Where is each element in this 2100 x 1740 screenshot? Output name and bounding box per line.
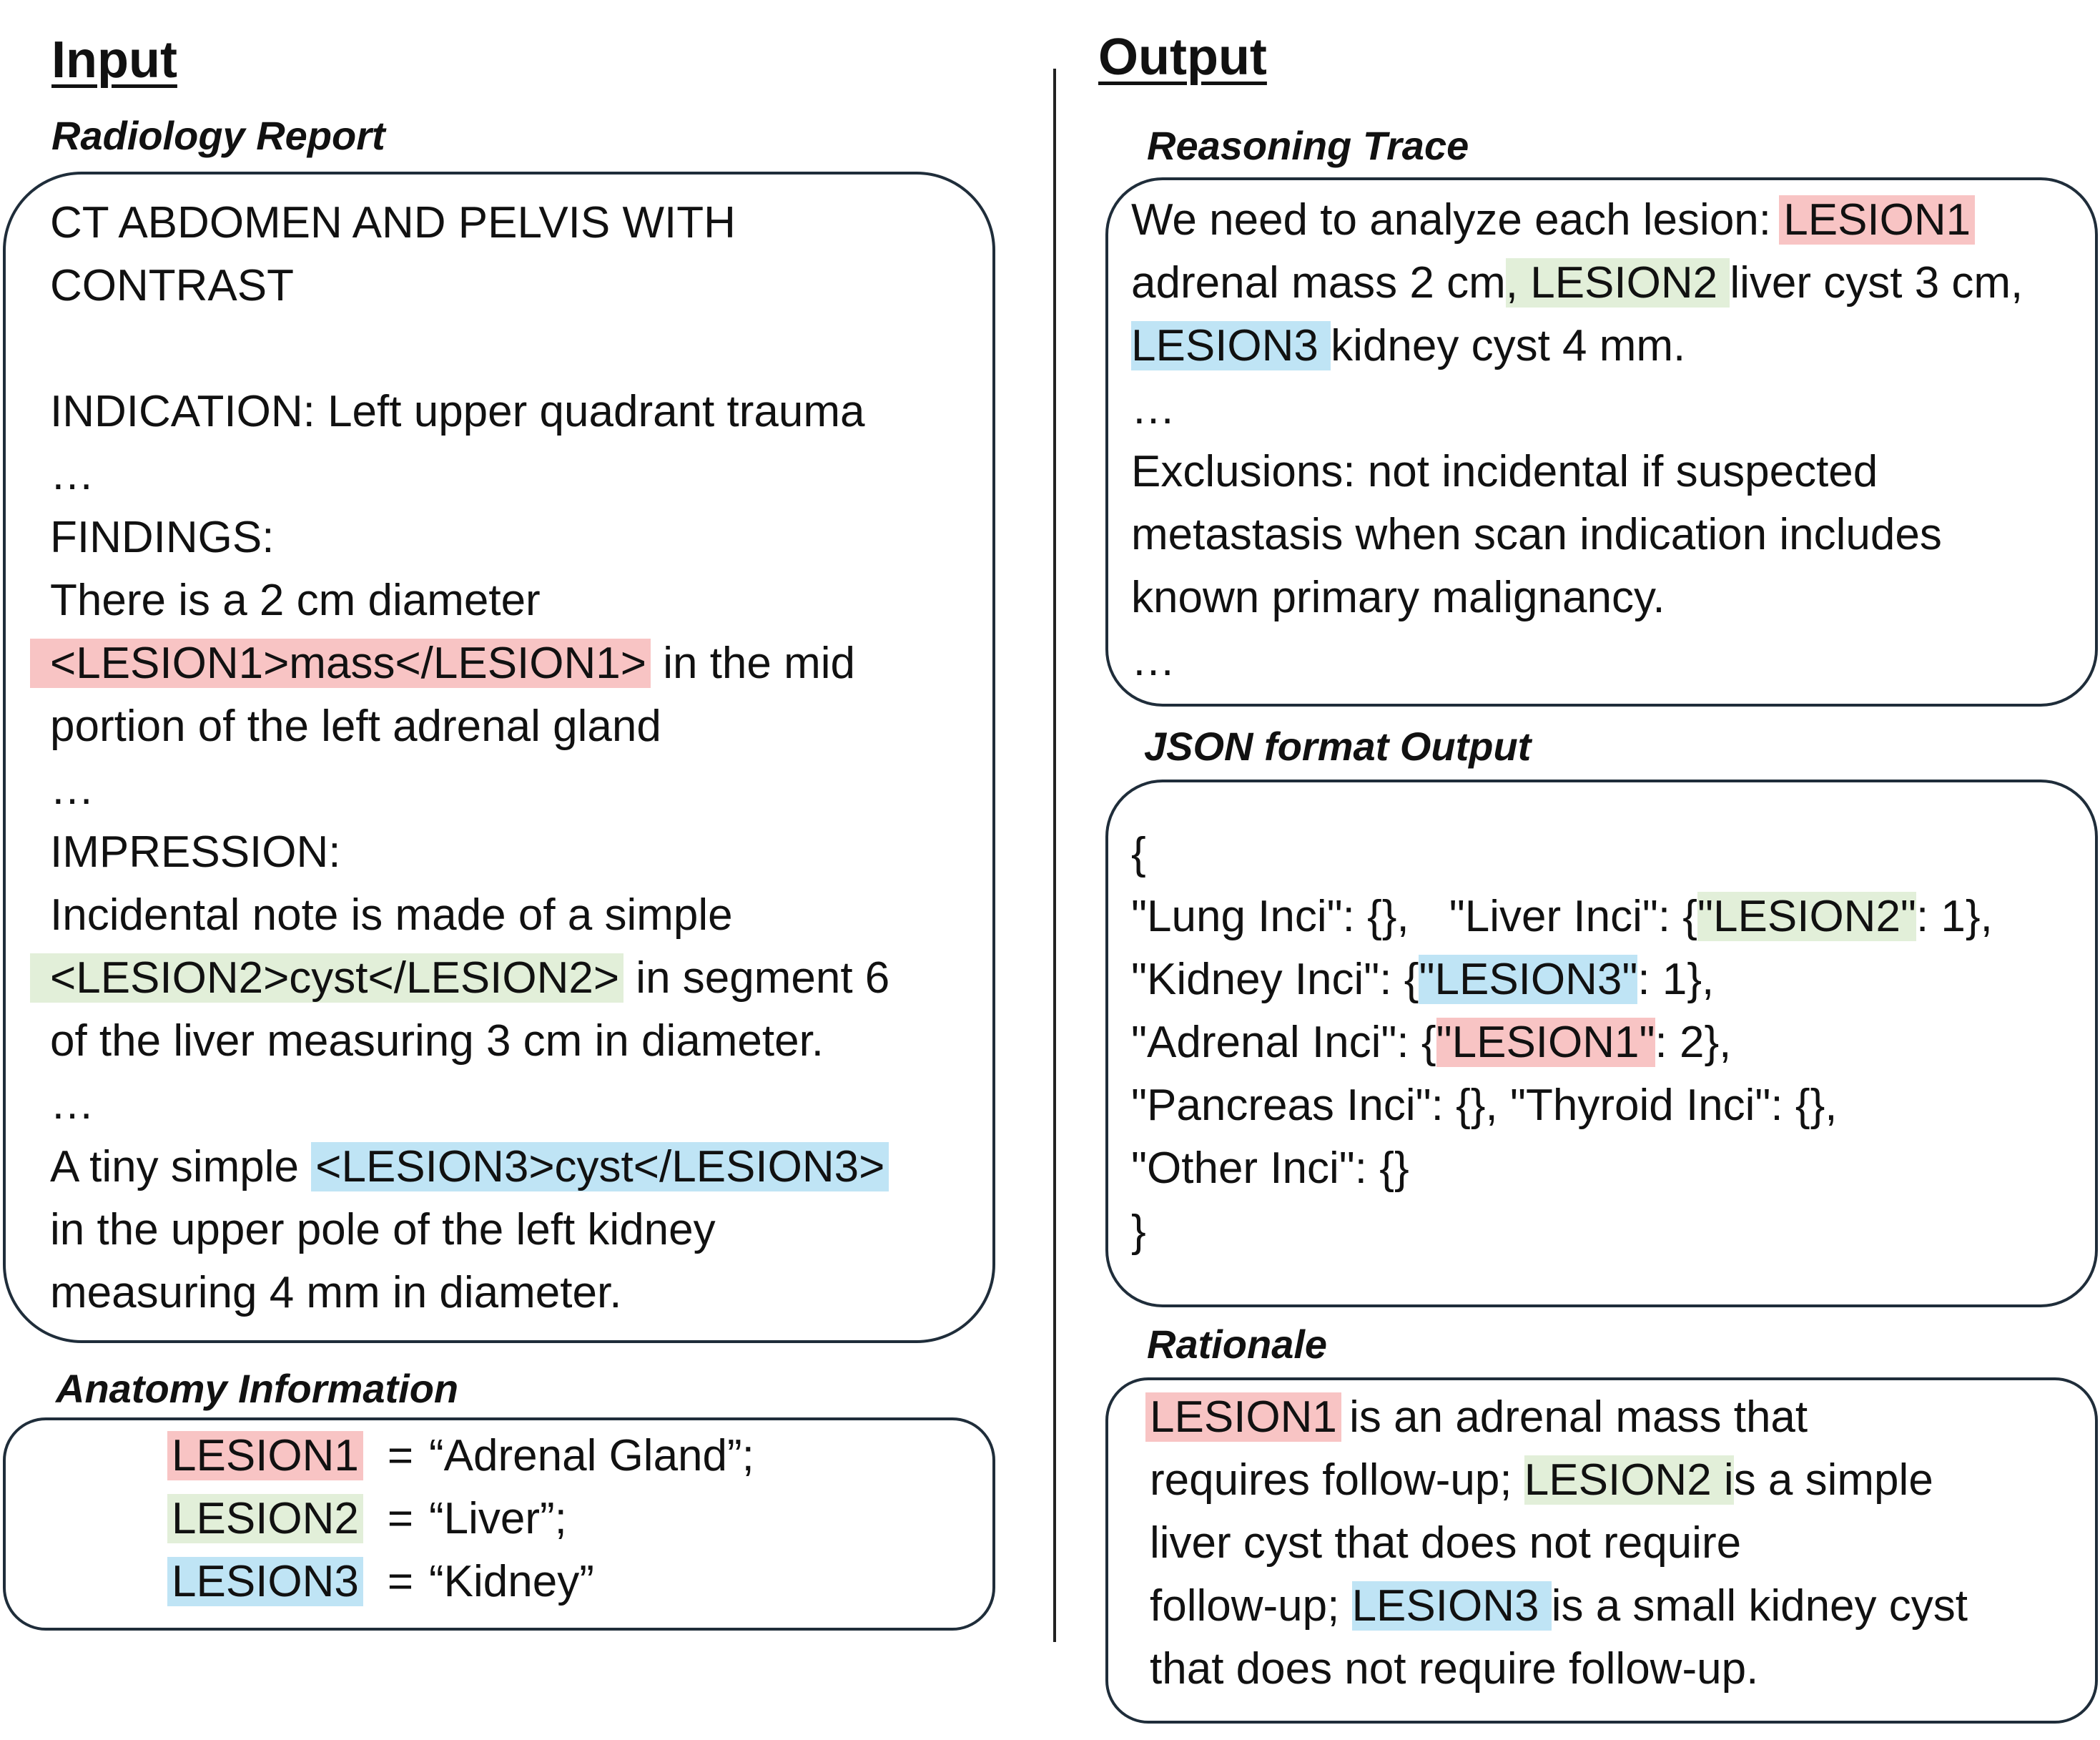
reasoning-line: liver cyst 3 cm, bbox=[1730, 258, 2023, 308]
report-line: A tiny simple <LESION3>cyst</LESION3> bbox=[50, 1136, 889, 1199]
reasoning-line: Exclusions: not incidental if suspected bbox=[1131, 447, 1878, 496]
output-heading: Output bbox=[1098, 29, 1267, 86]
lesion3-tag: <LESION3>cyst</LESION3> bbox=[311, 1142, 889, 1191]
lesion1-tag: <LESION1>mass</LESION1> bbox=[30, 639, 651, 688]
json-line-pancreas-thyroid: "Pancreas Inci": {}, "Thyroid Inci": {}, bbox=[1131, 1081, 1838, 1130]
anatomy-value-lesion3: “Kidney” bbox=[429, 1557, 594, 1606]
anatomy-list: LESION1 = “Adrenal Gland”; LESION2 = “Li… bbox=[167, 1425, 754, 1613]
json-line-adrenal-end: : 2}, bbox=[1655, 1018, 1732, 1067]
report-line: Incidental note is made of a simple bbox=[50, 890, 733, 940]
lesion2-tag: LESION2 i bbox=[1524, 1455, 1734, 1505]
reasoning-line: known primary malignancy. bbox=[1131, 573, 1665, 622]
anatomy-value-lesion1: “Adrenal Gland”; bbox=[429, 1431, 754, 1480]
rationale-label: Rationale bbox=[1147, 1322, 1328, 1367]
reasoning-line: metastasis when scan indication includes bbox=[1131, 510, 1942, 559]
report-line: INDICATION: Left upper quadrant trauma bbox=[50, 387, 865, 436]
reasoning-trace-text: We need to analyze each lesion: LESION1 … bbox=[1131, 189, 2023, 692]
lesion2-tag: , LESION2 bbox=[1505, 258, 1730, 308]
column-divider bbox=[1053, 69, 1056, 1642]
anatomy-value-lesion2: “Liver”; bbox=[429, 1494, 567, 1543]
json-line-other: "Other Inci": {} bbox=[1131, 1144, 1409, 1193]
lesion1-tag: LESION1 bbox=[1779, 195, 1976, 245]
json-line-liver: "Liver Inci": { bbox=[1449, 892, 1698, 941]
rationale-line: liver cyst that does not require bbox=[1150, 1518, 1742, 1568]
anatomy-row-lesion2: LESION2 = “Liver”; bbox=[167, 1488, 754, 1550]
lesion1-tag: "LESION1" bbox=[1436, 1018, 1655, 1067]
report-line: There is a 2 cm diameter bbox=[50, 576, 541, 625]
rationale-line: s a simple bbox=[1733, 1455, 1933, 1505]
report-line: … bbox=[50, 1079, 94, 1129]
json-output-label: JSON format Output bbox=[1144, 724, 1532, 769]
report-line-text: in the mid bbox=[650, 639, 856, 688]
report-line bbox=[50, 318, 889, 380]
lesion1-tag: LESION1 bbox=[1145, 1392, 1341, 1442]
anatomy-information-box: LESION1 = “Adrenal Gland”; LESION2 = “Li… bbox=[3, 1417, 995, 1631]
reasoning-line: We need to analyze each lesion: bbox=[1131, 195, 1784, 245]
rationale-line: is an adrenal mass that bbox=[1336, 1392, 1808, 1442]
json-line: { bbox=[1131, 829, 1146, 878]
report-line: portion of the left adrenal gland bbox=[50, 702, 661, 751]
anatomy-key-lesion1: LESION1 bbox=[167, 1431, 363, 1480]
json-output-text: { "Lung Inci": {},"Liver Inci": {"LESION… bbox=[1131, 822, 1993, 1263]
rationale-text: LESION1 is an adrenal mass that requires… bbox=[1145, 1386, 1968, 1701]
reasoning-line: … bbox=[1131, 636, 1175, 685]
report-line: CT ABDOMEN AND PELVIS WITH bbox=[50, 198, 736, 247]
equals-sign: = bbox=[387, 1431, 414, 1480]
anatomy-row-lesion3: LESION3 = “Kidney” bbox=[167, 1550, 754, 1613]
anatomy-row-lesion1: LESION1 = “Adrenal Gland”; bbox=[167, 1425, 754, 1488]
report-line: … bbox=[50, 765, 94, 814]
json-line-liver-end: : 1}, bbox=[1916, 892, 1993, 941]
rationale-line: is a small kidney cyst bbox=[1551, 1581, 1968, 1631]
radiology-report-box: CT ABDOMEN AND PELVIS WITH CONTRAST INDICA… bbox=[3, 172, 995, 1343]
report-line: IMPRESSION: bbox=[50, 827, 341, 877]
report-line: of the liver measuring 3 cm in diameter. bbox=[50, 1016, 824, 1066]
report-line: … bbox=[50, 450, 94, 499]
json-line: } bbox=[1131, 1206, 1146, 1256]
report-line: <LESION1>mass</LESION1> in the mid bbox=[30, 632, 889, 695]
reasoning-line: kidney cyst 4 mm. bbox=[1331, 321, 1686, 370]
json-line-lung: "Lung Inci": {}, bbox=[1131, 892, 1409, 941]
json-line-adrenal: "Adrenal Inci": { bbox=[1131, 1018, 1436, 1067]
lesion3-tag: "LESION3" bbox=[1419, 955, 1638, 1004]
report-line: measuring 4 mm in diameter. bbox=[50, 1268, 622, 1317]
rationale-line: requires follow-up; bbox=[1150, 1455, 1524, 1505]
anatomy-key-lesion2: LESION2 bbox=[167, 1494, 363, 1543]
input-heading: Input bbox=[51, 31, 177, 89]
json-output-box: { "Lung Inci": {},"Liver Inci": {"LESION… bbox=[1105, 780, 2098, 1307]
json-line-kidney-end: : 1}, bbox=[1637, 955, 1715, 1004]
lesion3-tag: LESION3 bbox=[1131, 321, 1331, 370]
lesion2-tag: <LESION2>cyst</LESION2> bbox=[30, 953, 624, 1003]
report-line: CONTRAST bbox=[50, 261, 294, 310]
radiology-report-label: Radiology Report bbox=[51, 113, 385, 158]
rationale-line: that does not require follow-up. bbox=[1150, 1644, 1759, 1694]
report-line: in the upper pole of the left kidney bbox=[50, 1205, 716, 1254]
lesion2-tag: "LESION2" bbox=[1697, 892, 1916, 941]
rationale-line: follow-up; bbox=[1150, 1581, 1352, 1631]
report-text: CT ABDOMEN AND PELVIS WITH CONTRAST INDICA… bbox=[30, 192, 890, 1324]
anatomy-information-label: Anatomy Information bbox=[56, 1366, 459, 1411]
reasoning-trace-label: Reasoning Trace bbox=[1147, 123, 1469, 168]
reasoning-line: … bbox=[1131, 384, 1175, 433]
json-line-kidney: "Kidney Inci": { bbox=[1131, 955, 1419, 1004]
lesion3-tag: LESION3 bbox=[1351, 1581, 1552, 1631]
reasoning-line: adrenal mass 2 cm bbox=[1131, 258, 1506, 308]
report-line-text: A tiny simple bbox=[50, 1142, 312, 1191]
reasoning-trace-box: We need to analyze each lesion: LESION1 … bbox=[1105, 177, 2098, 707]
report-line: <LESION2>cyst</LESION2> in segment 6 bbox=[30, 947, 890, 1010]
report-line-text: in segment 6 bbox=[623, 953, 890, 1003]
equals-sign: = bbox=[387, 1494, 414, 1543]
anatomy-key-lesion3: LESION3 bbox=[167, 1557, 363, 1606]
equals-sign: = bbox=[387, 1557, 414, 1606]
rationale-box: LESION1 is an adrenal mass that requires… bbox=[1105, 1377, 2098, 1724]
report-line: FINDINGS: bbox=[50, 513, 275, 562]
